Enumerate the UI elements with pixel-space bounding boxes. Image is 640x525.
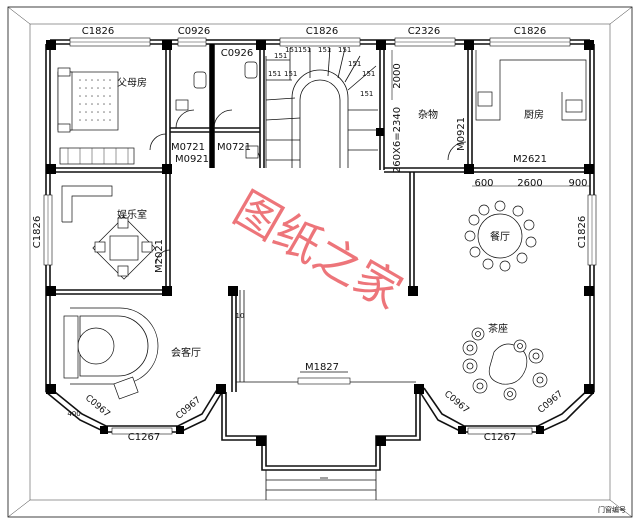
door-label-kitchen-opening: M2621 — [513, 154, 547, 165]
stair-step-6: 151 — [268, 70, 281, 78]
dim-kitchen-mid: 2600 — [517, 178, 542, 189]
window-label-top-2: C0926 — [178, 26, 210, 37]
dim-kitchen-right: 900 — [568, 178, 587, 189]
stair-step-9: 151 — [362, 70, 375, 78]
tea-seat-furniture — [462, 327, 548, 401]
window-label-bottom-right-center: C1267 — [484, 432, 516, 443]
window-label-bottom-left-center: C1267 — [128, 432, 160, 443]
window-label-bottom-left-2: C0967 — [174, 395, 203, 421]
dim-kitchen-left: 600 — [474, 178, 493, 189]
room-label-entertainment: 娱乐室 — [117, 208, 147, 221]
window-label-bottom-right-1: C0967 — [442, 389, 471, 415]
window-label-left: C1826 — [32, 216, 43, 248]
stair-step-7: 151 — [284, 70, 297, 78]
stair-step-8: 151 — [348, 60, 361, 68]
window-label-top-3: C1826 — [306, 26, 338, 37]
stair-step-1: 151 — [274, 52, 287, 60]
room-label-parents: 父母房 — [117, 76, 147, 89]
stair-step-3: 151 — [298, 46, 311, 54]
door-label-main-entrance: M1827 — [305, 362, 339, 373]
room-label-living: 会客厅 — [171, 346, 201, 359]
parents-bed — [57, 67, 167, 165]
staircase — [265, 47, 378, 168]
outer-frame — [7, 6, 633, 518]
door-label-kitchen: M0921 — [456, 117, 467, 151]
watermark: 图纸之家 — [225, 181, 411, 320]
stair-step-2: 151 — [285, 46, 298, 54]
room-label-kitchen: 厨房 — [524, 108, 544, 121]
window-label-top-4: C2326 — [408, 26, 440, 37]
stair-step-5: 151 — [338, 46, 351, 54]
window-label-bottom-right-2: C0967 — [536, 389, 565, 415]
stair-step-10: 151 — [360, 90, 373, 98]
bathroom-fixtures — [175, 61, 261, 161]
room-label-tea: 茶座 — [488, 322, 508, 335]
kitchen-counter — [475, 50, 587, 121]
window-label-top-5: C1826 — [514, 26, 546, 37]
living-sofa — [63, 307, 159, 400]
corner-dimension: 400 — [67, 410, 80, 418]
room-label-storage: 杂物 — [418, 108, 438, 121]
dim-small-mark: 10 — [236, 312, 245, 320]
window-label-inner-top: C0926 — [221, 48, 253, 59]
door-label-bath1: M0721 — [171, 142, 205, 153]
dim-storage-height: 2000 — [392, 63, 403, 88]
door-label-entertainment: M2021 — [154, 239, 165, 273]
door-label-inner: M0921 — [175, 154, 209, 165]
dim-opening: 260X6=2340 — [392, 107, 403, 173]
columns — [46, 40, 594, 446]
legend-label: 门窗编号 — [598, 505, 626, 514]
entertainment-furniture — [61, 185, 171, 280]
top-windows — [43, 37, 597, 435]
door-label-bath2: M0721 — [217, 142, 251, 153]
window-label-top-1: C1826 — [82, 26, 114, 37]
window-label-right: C1826 — [577, 216, 588, 248]
room-label-dining: 餐厅 — [490, 230, 510, 243]
stair-step-4: 151 — [318, 46, 331, 54]
dining-table — [464, 200, 537, 272]
